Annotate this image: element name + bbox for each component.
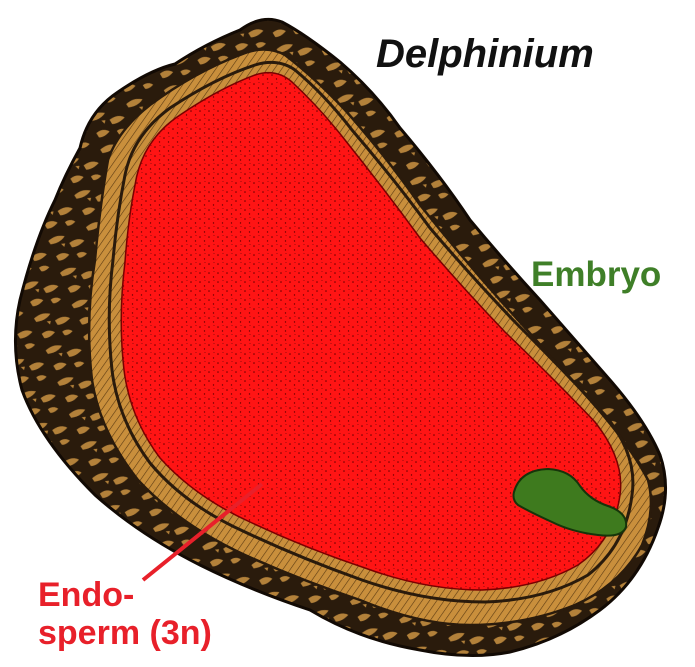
endosperm-label: Endo- sperm (3n) bbox=[38, 576, 212, 652]
embryo-label: Embryo bbox=[531, 255, 661, 294]
endosperm-label-line2: sperm (3n) bbox=[38, 614, 212, 652]
genus-title: Delphinium bbox=[376, 32, 594, 77]
endosperm-label-line1: Endo- bbox=[38, 576, 212, 614]
